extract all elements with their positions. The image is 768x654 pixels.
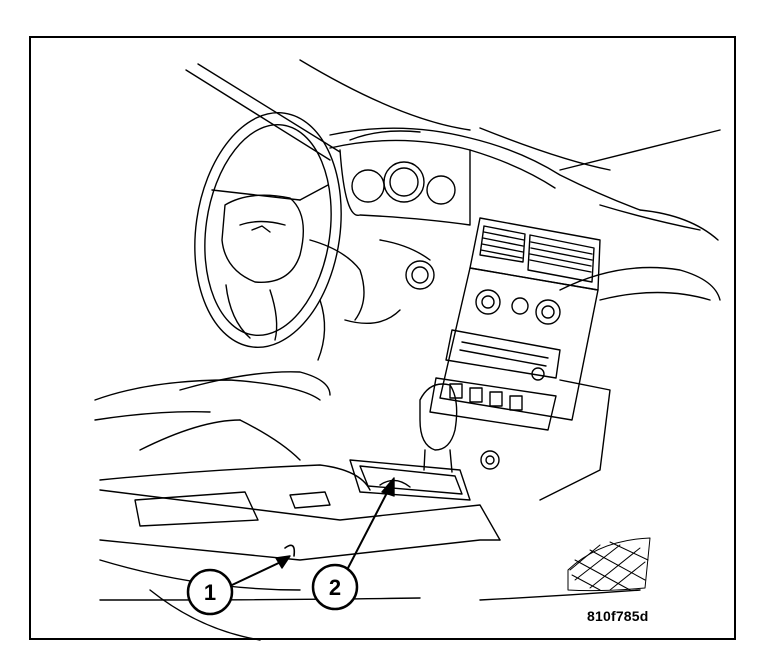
callout-1-circle (186, 568, 234, 616)
gear-shifter (349, 383, 471, 501)
callout-1-arrowhead (275, 555, 291, 569)
callout-2-label: 2 (329, 575, 341, 600)
callout-1: 1 (186, 544, 296, 616)
figure-id-label: 810f785d (587, 608, 649, 624)
center-stack (429, 267, 611, 501)
steering-wheel (194, 112, 342, 348)
center-console (99, 464, 641, 641)
steering-column (309, 239, 435, 361)
seat-area (94, 371, 331, 461)
windshield-lines (185, 59, 721, 171)
instrument-cluster (339, 130, 471, 226)
dashboard (329, 127, 721, 301)
callout-2-arrowhead (381, 477, 395, 497)
center-vents (469, 217, 601, 291)
callout-1-label: 1 (204, 580, 216, 605)
floor-mesh (567, 537, 651, 592)
callout-2-circle (311, 563, 359, 611)
figure-frame (29, 36, 736, 640)
callout-2: 2 (311, 477, 395, 611)
